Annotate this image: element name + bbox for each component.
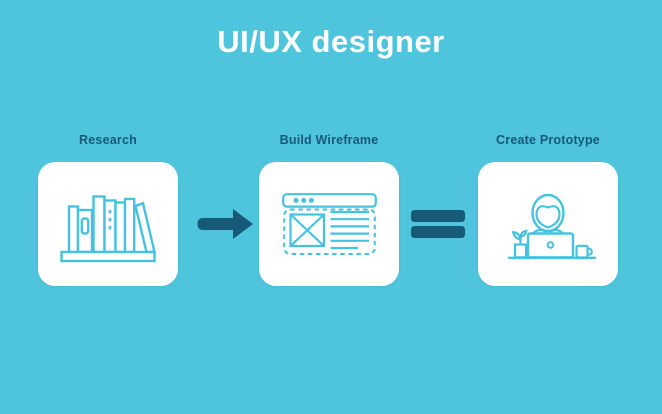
step-card xyxy=(259,162,399,286)
step-label: Build Wireframe xyxy=(279,133,379,147)
step-label: Create Prototype xyxy=(496,133,600,147)
arrow-right-icon xyxy=(196,207,254,241)
browser-wireframe-icon xyxy=(281,192,377,256)
step-label: Research xyxy=(79,133,137,147)
step-card xyxy=(38,162,178,286)
page-title: UI/UX designer xyxy=(217,24,445,59)
step-create-prototype: Create Prototype xyxy=(478,130,618,286)
equals-icon xyxy=(411,210,465,238)
books-on-shelf-icon xyxy=(59,185,157,263)
step-card xyxy=(478,162,618,286)
step-research: Research xyxy=(38,130,178,286)
designer-at-laptop-icon xyxy=(498,187,598,262)
step-build-wireframe: Build Wireframe xyxy=(259,130,399,286)
